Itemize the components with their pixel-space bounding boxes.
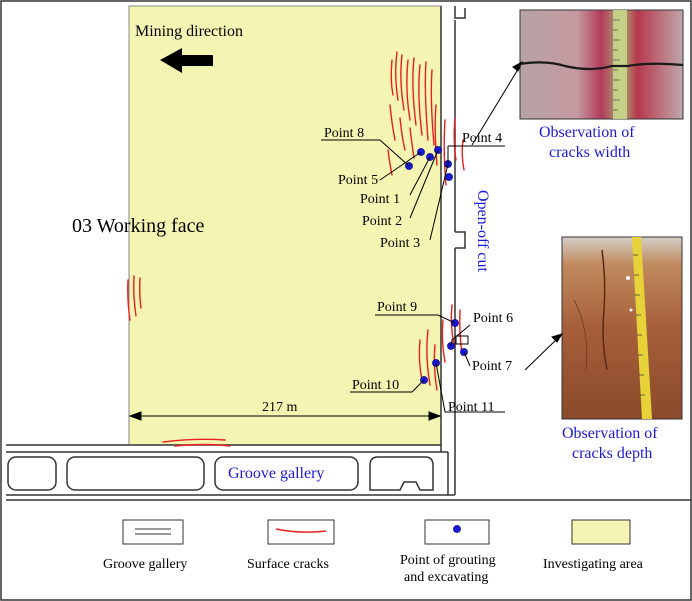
point-4-label: Point 4 bbox=[462, 131, 502, 146]
obs-width-line1: Observation of bbox=[539, 124, 635, 141]
crack-depth-photo bbox=[561, 236, 683, 420]
depth-observation-marker bbox=[455, 335, 469, 345]
point-3-label: Point 3 bbox=[380, 236, 420, 251]
obs-width-arrow-icon bbox=[471, 60, 524, 146]
obs-depth-line1: Observation of bbox=[562, 425, 658, 442]
point-7-label: Point 7 bbox=[472, 359, 512, 374]
point-leader-lines bbox=[321, 139, 505, 413]
crack-width-photo bbox=[519, 9, 684, 120]
legend-groove-gallery-label: Groove gallery bbox=[103, 557, 187, 572]
distance-dimension bbox=[128, 411, 442, 421]
obs-depth-arrow-icon bbox=[524, 333, 564, 371]
point-9-label: Point 9 bbox=[377, 300, 417, 315]
point-10-label: Point 10 bbox=[352, 378, 399, 393]
mining-direction-label: Mining direction bbox=[135, 23, 243, 40]
point-6-label: Point 6 bbox=[473, 311, 513, 326]
legend-investigating-area-label: Investigating area bbox=[543, 557, 644, 572]
point-8-label: Point 8 bbox=[324, 126, 364, 141]
point-11-label: Point 11 bbox=[448, 400, 495, 415]
investigating-area bbox=[128, 5, 442, 446]
legend-grouting-line2: and excavating bbox=[404, 570, 488, 585]
point-2-label: Point 2 bbox=[362, 214, 402, 229]
point-5-label: Point 5 bbox=[338, 173, 378, 188]
point-1-label: Point 1 bbox=[360, 192, 400, 207]
legend: Groove gallery Surface cracks Point of g… bbox=[103, 519, 644, 585]
working-face-label: 03 Working face bbox=[72, 215, 205, 237]
surface-cracks bbox=[127, 51, 465, 447]
mining-direction-arrow-icon bbox=[160, 48, 213, 73]
obs-width-line2: cracks width bbox=[549, 144, 630, 161]
groove-gallery-structure bbox=[6, 444, 691, 501]
legend-surface-cracks bbox=[267, 519, 335, 545]
grouting-points bbox=[405, 146, 468, 384]
open-off-cut-label: Open-off cut bbox=[474, 190, 491, 272]
distance-label: 217 m bbox=[262, 400, 298, 415]
obs-depth-line2: cracks depth bbox=[572, 445, 652, 462]
groove-gallery-label: Groove gallery bbox=[228, 465, 324, 482]
legend-grouting-point bbox=[424, 519, 490, 545]
legend-grouting-line1: Point of grouting bbox=[400, 553, 496, 568]
legend-surface-cracks-label: Surface cracks bbox=[247, 557, 329, 572]
legend-investigating-area bbox=[571, 519, 631, 545]
legend-groove-gallery bbox=[122, 519, 184, 545]
